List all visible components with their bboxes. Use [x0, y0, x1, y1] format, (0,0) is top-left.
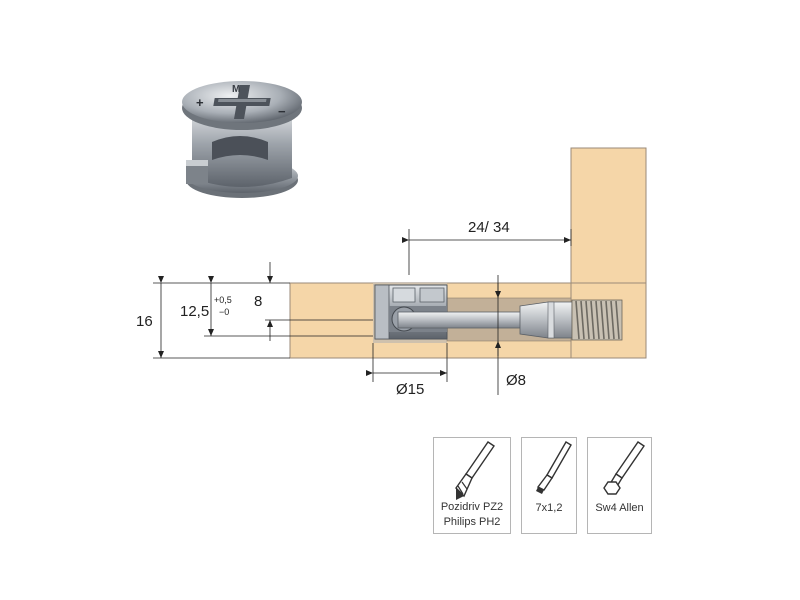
- bolt-collar: [519, 301, 573, 339]
- offset-dimension-label: 8: [254, 293, 262, 310]
- thread-line: [615, 300, 620, 340]
- bolt-diameter-label: Ø8: [506, 372, 526, 389]
- tool-card-pozidriv: Pozidriv PZ2 Philips PH2: [433, 437, 511, 534]
- thread-line: [580, 300, 585, 340]
- cam-minus-mark: −: [278, 104, 286, 119]
- thread-line: [585, 300, 590, 340]
- pozidriv-screwdriver-icon: [455, 441, 495, 500]
- cam-housing-render: + − M: [182, 81, 302, 198]
- cam-cross-recess: [213, 85, 271, 119]
- tool-card-allen: Sw4 Allen: [587, 437, 652, 534]
- cam-plus-mark: +: [196, 95, 204, 110]
- allen-key-icon: [603, 441, 645, 495]
- thread-line: [610, 300, 615, 340]
- thread-line: [600, 300, 605, 340]
- tool-label-pozidriv: Pozidriv PZ2 Philips PH2: [434, 500, 510, 530]
- cam-side-slot: [212, 136, 268, 160]
- cam-section: [374, 284, 448, 340]
- tool-label-pozidriv-line1: Pozidriv PZ2: [440, 501, 504, 513]
- thread-line: [590, 300, 595, 340]
- thread-line: [605, 300, 610, 340]
- cam-diameter-label: Ø15: [396, 381, 424, 398]
- tolerance-lower-label: −0: [219, 307, 229, 317]
- slotted-screwdriver-icon: [536, 441, 572, 494]
- depth-dimension-label: 24/ 34: [468, 219, 510, 236]
- tool-label-allen: Sw4 Allen: [595, 502, 644, 514]
- tool-label-pozidriv-line2: Philips PH2: [443, 516, 501, 528]
- bolt-thread: [571, 299, 623, 341]
- thread-line: [575, 300, 580, 340]
- height-center-label: 12,5: [180, 303, 209, 320]
- tolerance-upper-label: +0,5: [214, 295, 232, 305]
- tool-label-slotted: 7x1,2: [535, 502, 563, 514]
- thread-line: [595, 300, 600, 340]
- cam-logo-mark: M: [232, 84, 240, 95]
- bolt-shank: [397, 311, 529, 329]
- height-total-label: 16: [136, 313, 153, 330]
- tool-card-slotted: 7x1,2: [521, 437, 577, 534]
- dimension-lines: [153, 229, 572, 395]
- connector-bolt: [397, 299, 623, 341]
